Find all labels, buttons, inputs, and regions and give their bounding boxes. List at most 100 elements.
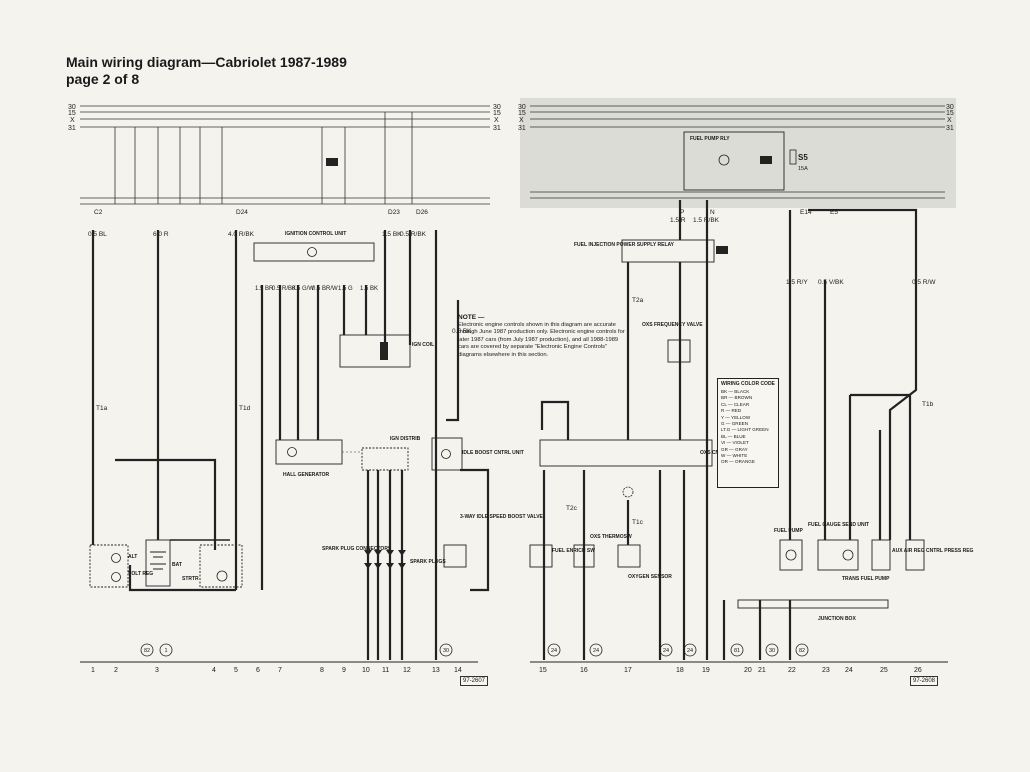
ref-82-a: 82 bbox=[144, 648, 150, 654]
fuel-gauge-send-label: FUEL GAUGE SEND UNIT bbox=[808, 522, 869, 528]
ref-d26: D26 bbox=[416, 209, 428, 216]
rails-left bbox=[80, 105, 490, 205]
rail-label-end-x: X bbox=[947, 117, 952, 124]
col-25: 25 bbox=[880, 667, 888, 674]
ign-coil-label: IGN COIL bbox=[412, 342, 434, 348]
oxygen-sensor-box bbox=[617, 544, 641, 568]
rail-label-left-15: 15 bbox=[68, 110, 76, 117]
col-11: 11 bbox=[382, 667, 389, 674]
bottom-numbers-right: 15 16 17 18 19 20 21 22 23 24 25 26 bbox=[539, 667, 922, 674]
spark-plugs-label: SPARK PLUGS bbox=[410, 559, 446, 565]
fuel-enrich-sw-box bbox=[529, 544, 553, 568]
junction-box-label: JUNCTION BOX bbox=[818, 616, 856, 622]
rref-n: N bbox=[710, 209, 715, 216]
spark-plug-connectors bbox=[364, 550, 406, 569]
rail-label-mid-31: 31 bbox=[493, 125, 501, 132]
rail-label-mid-15: 15 bbox=[493, 110, 501, 117]
ignition-switch-symbol bbox=[326, 158, 338, 166]
ign-wire-label-6: 1.5 BK bbox=[360, 286, 378, 292]
col-19: 19 bbox=[702, 667, 710, 674]
color-code-row: LT.G — LIGHT GREEN bbox=[721, 427, 769, 433]
sheet-id-left: 97-2607 bbox=[460, 676, 489, 686]
col-2: 2 bbox=[114, 667, 118, 674]
rwire-label-1: 1.5 R bbox=[670, 217, 686, 224]
col-21: 21 bbox=[758, 667, 766, 674]
rail-label-right-31: 31 bbox=[518, 125, 526, 132]
cntrl-press-reg-label: CNTRL PRESS REG bbox=[926, 548, 974, 554]
fuse-s5-symbol bbox=[789, 149, 797, 165]
volt-reg-label: VOLT REG bbox=[128, 571, 153, 577]
ign-coil-box bbox=[339, 334, 411, 368]
connector-t2a: T2a bbox=[632, 297, 644, 304]
alt-label: ALT bbox=[128, 554, 137, 560]
ignition-control-unit-box bbox=[253, 242, 375, 262]
rail-label-end-30: 30 bbox=[946, 104, 954, 111]
diagram-title: Main wiring diagram—Cabriolet 1987-1989 … bbox=[66, 54, 347, 88]
col-8: 8 bbox=[320, 667, 324, 674]
strtr-label: STRTR bbox=[182, 576, 199, 582]
right-connector-labels: T2a T2c T1c T1b bbox=[566, 297, 934, 526]
ign-wire-labels: 1.5 BR 0.5 R/BK 0.5 G/W 0.5 BR/W 1.5 G 1… bbox=[255, 286, 378, 292]
title-line-2: page 2 of 8 bbox=[66, 71, 140, 87]
cntrl-press-reg-box bbox=[905, 539, 925, 571]
wiring-color-code: WIRING COLOR CODE BK — BLACK BR — BROWN … bbox=[717, 378, 779, 488]
color-code-row: VI — VIOLET bbox=[721, 440, 749, 446]
trans-fuel-pump-label: TRANS FUEL PUMP bbox=[842, 576, 890, 582]
connector-t2c: T2c bbox=[566, 505, 578, 512]
note-heading: NOTE — bbox=[458, 314, 485, 321]
hall-generator-symbol bbox=[287, 447, 297, 457]
ign-wire-label-1: 1.5 BR bbox=[255, 286, 274, 292]
wire-label-2: 6.0 R bbox=[153, 231, 169, 238]
wire-label-4: 1.5 BK bbox=[382, 231, 402, 238]
wire-label-5: 0.5 R/BK bbox=[400, 231, 427, 238]
fuel-pump-motor bbox=[785, 549, 797, 561]
ign-control-unit-label: IGNITION CONTROL UNIT bbox=[285, 231, 346, 237]
ref-24-d: 24 bbox=[687, 648, 693, 654]
fuse-rating-label: 15A bbox=[798, 166, 808, 172]
circled-ref-rings bbox=[140, 643, 809, 657]
col-24: 24 bbox=[845, 667, 853, 674]
note-block: NOTE — Electronic engine controls shown … bbox=[458, 314, 630, 360]
rail-label-left-30: 30 bbox=[68, 104, 76, 111]
right-main-wires bbox=[540, 200, 918, 660]
rref-e14: E14 bbox=[800, 209, 812, 216]
ign-wire-label-3: 0.5 G/W bbox=[292, 286, 314, 292]
col-6: 6 bbox=[256, 667, 260, 674]
distributor-box bbox=[361, 447, 409, 471]
ref-82-b: 82 bbox=[799, 648, 805, 654]
col-3: 3 bbox=[155, 667, 159, 674]
ref-81: 81 bbox=[734, 648, 740, 654]
spark-plug-connectors-label: SPARK PLUG CONNECTORS bbox=[322, 546, 392, 552]
ref-c2: C2 bbox=[94, 209, 103, 216]
col-23: 23 bbox=[822, 667, 830, 674]
aux-air-reg-label: AUX AIR REG bbox=[892, 548, 925, 554]
ref-30-a: 30 bbox=[443, 648, 449, 654]
rail-label-mid-30: 30 bbox=[493, 104, 501, 111]
rail-label-right-15: 15 bbox=[518, 110, 526, 117]
fuel-injection-relay-label: FUEL INJECTION POWER SUPPLY RELAY bbox=[574, 242, 675, 248]
col-22: 22 bbox=[788, 667, 796, 674]
ref-1: 1 bbox=[164, 648, 167, 654]
connector-t1d: T1d bbox=[239, 405, 251, 412]
volt-reg-symbol bbox=[111, 572, 121, 582]
trans-fuel-pump-motor bbox=[842, 549, 854, 561]
connector-t1b: T1b bbox=[922, 401, 934, 408]
alternator-box bbox=[89, 544, 129, 588]
col-4: 4 bbox=[212, 667, 216, 674]
ign-coil-core bbox=[380, 342, 388, 360]
fuel-pump-relay-box bbox=[683, 131, 785, 191]
fuel-pump-rly-label: FUEL PUMP RLY bbox=[690, 136, 730, 142]
connector-t1c: T1c bbox=[632, 519, 644, 526]
note-text: Electronic engine controls shown in this… bbox=[458, 321, 625, 358]
fuel-pump-label: FUEL PUMP bbox=[774, 528, 803, 534]
rwire-label-3: 1.5 R/Y bbox=[786, 279, 808, 286]
col-9: 9 bbox=[342, 667, 346, 674]
left-main-wires bbox=[91, 230, 490, 660]
col-16: 16 bbox=[580, 667, 588, 674]
ref-30-b: 30 bbox=[769, 648, 775, 654]
ign-wire-label-4: 0.5 BR/W bbox=[312, 286, 338, 292]
idle-boost-valve-label: 3-WAY IDLE SPEED BOOST VALVE bbox=[460, 514, 544, 520]
bottom-numbers-left: 1 2 3 4 5 6 7 8 9 10 11 12 13 14 bbox=[91, 667, 462, 674]
rails-right bbox=[530, 105, 945, 199]
